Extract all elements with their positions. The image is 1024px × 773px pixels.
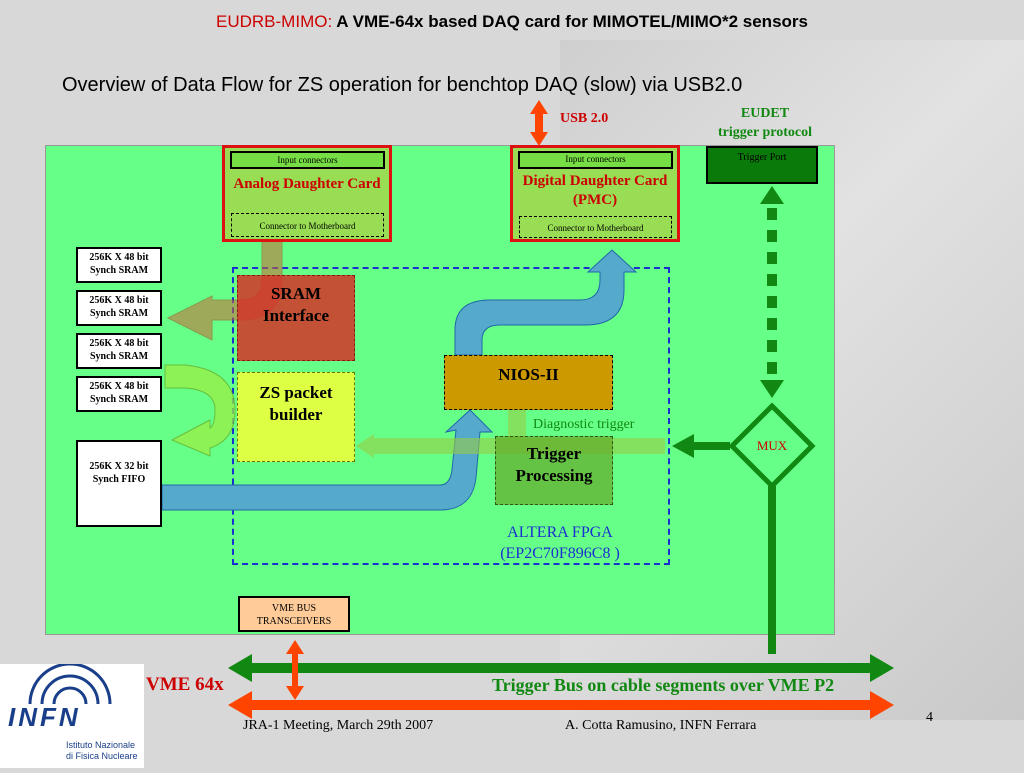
fifo-chip: 256K X 32 bit Synch FIFO xyxy=(76,440,162,527)
sram-3-type: Synch SRAM xyxy=(89,351,149,362)
eudet-label-line1: EUDET xyxy=(740,106,790,121)
mux-label: MUX xyxy=(756,438,788,453)
trigger-bus xyxy=(228,654,894,682)
fifo-size: 256K X 32 bit xyxy=(89,461,149,472)
sram-4-type: Synch SRAM xyxy=(89,394,149,405)
sram-2-size: 256K X 48 bit xyxy=(89,295,149,306)
vme-transceiver-arrow xyxy=(286,640,304,700)
title-main: A VME-64x based DAQ card for MIMOTEL/MIM… xyxy=(336,12,808,31)
analog-motherboard-connector: Connector to Motherboard xyxy=(231,213,384,237)
digital-daughter-card: Input connectors Digital Daughter Card (… xyxy=(510,145,680,242)
footer-author: A. Cotta Ramusino, INFN Ferrara xyxy=(565,718,757,733)
nios-ii-block: NIOS-II xyxy=(444,355,613,410)
sram-1-type: Synch SRAM xyxy=(89,265,149,276)
infn-logo-graphic xyxy=(28,662,112,705)
sram-interface-block: SRAM Interface xyxy=(237,275,355,361)
trigger-port: Trigger Port xyxy=(706,146,818,184)
vme-transceiver-line2: TRANSCEIVERS xyxy=(256,616,332,627)
trigger-bus-label: Trigger Bus on cable segments over VME P… xyxy=(492,675,835,695)
infn-logo: INFN Istituto Nazionale di Fisica Nuclea… xyxy=(0,662,144,768)
slide-subtitle: Overview of Data Flow for ZS operation f… xyxy=(62,74,743,96)
fifo-to-nios-arrow xyxy=(161,409,494,511)
infn-caption-line1: Istituto Nazionale xyxy=(66,740,136,750)
zs-builder-line2: builder xyxy=(269,405,323,424)
slide-title: EUDRB-MIMO: A VME-64x based DAQ card for… xyxy=(0,12,1024,32)
usb-arrow xyxy=(530,100,548,146)
title-prefix: EUDRB-MIMO: xyxy=(216,12,333,31)
page-number: 4 xyxy=(926,710,933,725)
sram-to-zs-arrow xyxy=(164,364,236,457)
analog-input-connectors: Input connectors xyxy=(230,151,385,169)
infn-logo-caption: Istituto Nazionale di Fisica Nucleare xyxy=(66,740,138,762)
vme-bus xyxy=(228,691,894,719)
sram-2-type: Synch SRAM xyxy=(89,308,149,319)
trigger-port-mux-link xyxy=(760,186,784,398)
digital-card-title-line1: Digital Daughter Card xyxy=(522,173,668,189)
digital-card-title-line2: (PMC) xyxy=(572,192,618,208)
diagnostic-trigger-label: Diagnostic trigger xyxy=(533,417,635,432)
fpga-label: ALTERA FPGA (EP2C70F896C8 ) xyxy=(470,522,650,564)
digital-input-connectors: Input connectors xyxy=(518,151,673,169)
vme-bus-transceivers: VME BUS TRANSCEIVERS xyxy=(238,596,350,632)
vme-transceiver-line1: VME BUS xyxy=(271,603,317,614)
sram-chip-1: 256K X 48 bit Synch SRAM xyxy=(76,247,162,283)
vme64x-label: VME 64x xyxy=(146,674,224,695)
sram-interface-line1: SRAM xyxy=(270,284,322,303)
trigger-processing-block: Trigger Processing xyxy=(495,436,613,505)
sram-chip-2: 256K X 48 bit Synch SRAM xyxy=(76,290,162,326)
digital-card-title: Digital Daughter Card (PMC) xyxy=(513,172,677,210)
infn-logo-text: INFN xyxy=(8,702,81,732)
sram-1-size: 256K X 48 bit xyxy=(89,252,149,263)
fpga-label-line1: ALTERA FPGA xyxy=(507,524,613,541)
zs-packet-builder-block: ZS packet builder xyxy=(237,372,355,462)
sram-3-size: 256K X 48 bit xyxy=(89,338,149,349)
fpga-label-line2: (EP2C70F896C8 ) xyxy=(500,545,620,562)
eudet-label-line2: trigger protocol xyxy=(718,125,812,140)
analog-card-title: Analog Daughter Card xyxy=(233,176,381,192)
sram-chip-3: 256K X 48 bit Synch SRAM xyxy=(76,333,162,369)
usb-label: USB 2.0 xyxy=(560,111,609,126)
sram-interface-line2: Interface xyxy=(262,306,330,325)
motherboard xyxy=(45,145,835,635)
digital-motherboard-connector: Connector to Motherboard xyxy=(519,216,672,238)
trigger-processing-line2: Processing xyxy=(515,466,593,485)
trigger-processing-line1: Trigger xyxy=(526,444,582,463)
fifo-type: Synch FIFO xyxy=(92,474,146,485)
analog-daughter-card: Input connectors Analog Daughter Card Co… xyxy=(222,145,392,242)
eudet-label: EUDET trigger protocol xyxy=(700,104,830,142)
footer-meeting: JRA-1 Meeting, March 29th 2007 xyxy=(243,718,434,733)
sram-4-size: 256K X 48 bit xyxy=(89,381,149,392)
sram-chip-4: 256K X 48 bit Synch SRAM xyxy=(76,376,162,412)
nios-to-digital-arrow xyxy=(454,249,638,356)
mux-to-trigger-arrow xyxy=(672,434,730,458)
zs-builder-line1: ZS packet xyxy=(259,383,333,402)
infn-caption-line2: di Fisica Nucleare xyxy=(66,751,138,761)
mux-to-bus-link xyxy=(768,486,776,654)
